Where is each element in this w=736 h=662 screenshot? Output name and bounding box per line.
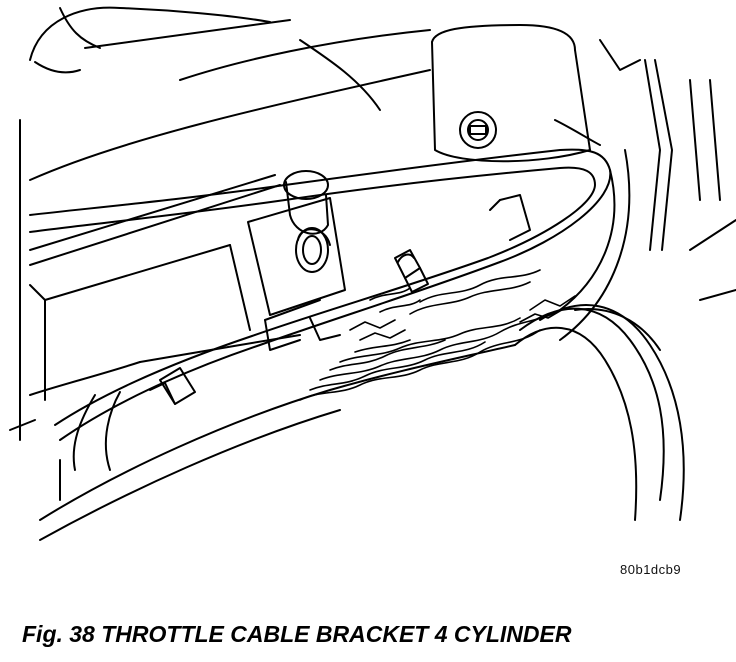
air-intake-hose (515, 40, 736, 520)
valve-cover (10, 30, 430, 440)
throttle-cable-bracket (248, 171, 345, 350)
lower-body (40, 345, 515, 540)
figure-code: 80b1dcb9 (620, 562, 682, 577)
cable-tube (30, 150, 629, 440)
bolt-boss (432, 25, 600, 161)
wiring-harness (300, 270, 575, 400)
engine-line-drawing (0, 0, 736, 600)
top-left-dome (30, 8, 290, 73)
connectors (74, 195, 530, 470)
figure-caption: Fig. 38 THROTTLE CABLE BRACKET 4 CYLINDE… (22, 621, 572, 647)
